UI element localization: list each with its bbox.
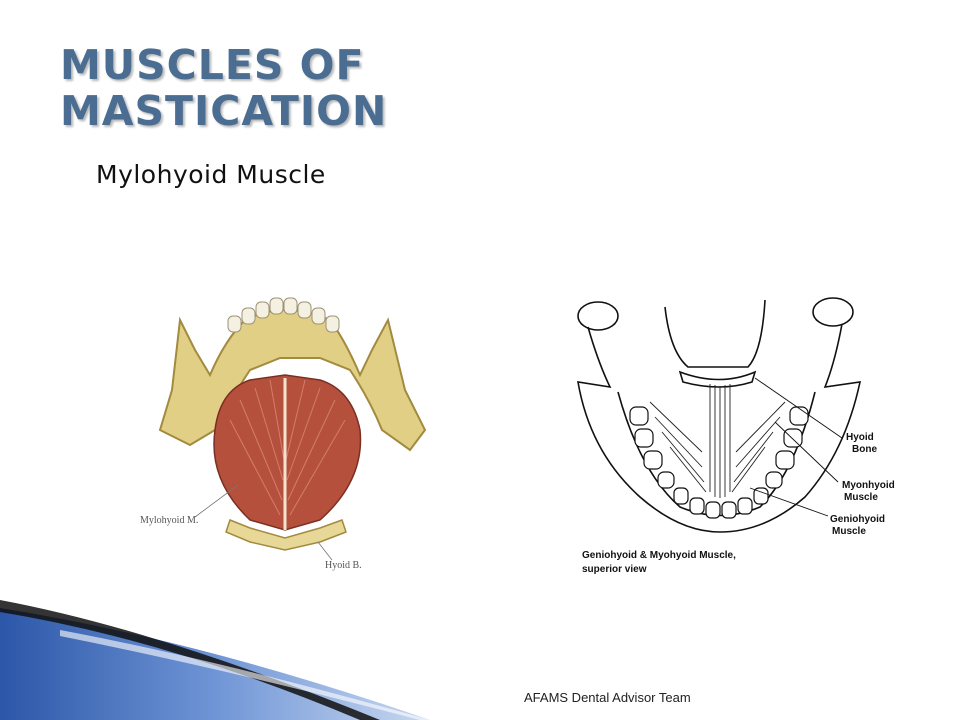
slide-subtitle: Mylohyoid Muscle bbox=[96, 160, 326, 189]
label-mylohyoid-line2: Muscle bbox=[844, 492, 878, 503]
title-line-2: MASTICATION bbox=[60, 87, 388, 135]
slide-title: MUSCLES OF MASTICATION bbox=[60, 42, 387, 134]
muscle-fibers bbox=[229, 379, 346, 516]
label-hyoid: Hyoid B. bbox=[325, 560, 362, 571]
teeth-outline bbox=[629, 406, 809, 519]
label-mylohyoid-line1: Myonhyoid bbox=[842, 480, 895, 491]
label-hyoid-line1: Hyoid bbox=[846, 432, 874, 443]
label-mylohyoid: Mylohyoid M. bbox=[140, 515, 198, 526]
muscle-striations bbox=[649, 384, 786, 498]
caption-line1: Geniohyoid & Myohyoid Muscle, bbox=[582, 550, 736, 561]
hyoid-bone bbox=[225, 519, 347, 551]
caption-line2: superior view bbox=[582, 564, 647, 575]
title-line-1: MUSCLES OF bbox=[60, 41, 365, 89]
footer-text: AFAMS Dental Advisor Team bbox=[524, 690, 691, 705]
hyoid-outline bbox=[678, 370, 757, 388]
mylohyoid-illustration: Mylohyoid M. Hyoid B. bbox=[140, 297, 427, 571]
label-geniohyoid-line1: Geniohyoid bbox=[830, 514, 885, 525]
teeth bbox=[227, 297, 340, 333]
label-geniohyoid-line2: Muscle bbox=[832, 526, 866, 537]
superior-view-drawing: Hyoid Bone Myonhyoid Muscle Geniohyoid M… bbox=[577, 297, 895, 575]
mandible-outline bbox=[577, 323, 862, 533]
label-hyoid-line2: Bone bbox=[852, 444, 877, 455]
